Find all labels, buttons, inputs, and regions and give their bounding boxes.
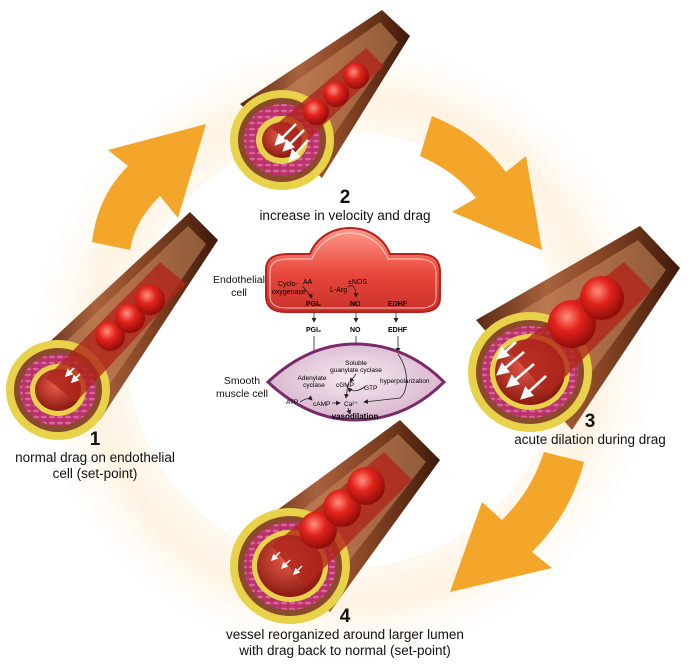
endothelial-label-1: Endothelial [213,274,265,286]
nos-label: ±NOS [348,279,367,286]
cgmp-label: cGMP [336,382,354,389]
endothelial-label-2: cell [231,287,247,299]
mid-no-label: NO [350,327,361,334]
mid-edhf-label: EDHF [388,327,408,334]
vessel-1 [6,212,218,440]
aa-label: AA [303,279,313,286]
step-2-label: 2 increase in velocity and drag [220,188,470,224]
ca-label: Ca²⁺ [344,401,358,408]
arrow-2-to-3 [420,116,542,250]
smooth-muscle-cell: Soluble guanylate cyclase Adenylate cycl… [265,342,447,422]
vessel-4 [230,420,440,624]
smooth-label-1: Smooth [223,375,261,387]
soluble-label-2: guanylate cyclase [330,367,382,374]
step-1-caption-1: normal drag on endothelial [15,450,175,465]
adenylate-label-2: cyclase [303,382,325,389]
step-3-caption: acute dilation during drag [514,432,666,447]
gtp-label: GTP [364,385,377,392]
cycle-arrows [92,116,584,592]
endo-no-label: NO [350,301,361,308]
flow-arrows-2 [274,123,309,162]
step-4-number: 4 [339,606,351,627]
step-1-label: 1 normal drag on endothelial cell (set-p… [0,430,190,482]
endothelial-cell-label: Endothelial cell [207,274,271,300]
step-4-caption-2: with drag back to normal (set-point) [239,643,451,658]
larg-label: L-Arg [330,287,347,294]
arrow-3-to-4 [450,452,584,592]
step-4-label: 4 vessel reorganized around larger lumen… [180,607,510,659]
step-1-number: 1 [89,429,101,450]
smooth-muscle-cell-label: Smooth muscle cell [210,375,274,401]
endo-edhf-label: EDHF [388,301,408,308]
endo-arrows [301,285,359,299]
arrow-1-to-2 [92,124,206,250]
flow-arrows-3 [496,341,547,400]
step-3-number: 3 [584,411,596,432]
cyclo-label-2: oxygenase [272,289,306,296]
flow-arrows-1 [64,367,81,384]
vessel-2 [230,10,410,190]
step-2-caption: increase in velocity and drag [259,208,431,223]
cyclo-label-1: Cyclo- [278,281,299,288]
vessel-3 [468,226,680,432]
step-1-caption-2: cell (set-point) [52,466,138,481]
step-4-caption-1: vessel reorganized around larger lumen [226,627,464,642]
step-2-number: 2 [339,187,351,208]
endothelial-cell: Cyclo- oxygenase AA L-Arg ±NOS PGI₂ NO E… [265,226,441,313]
smooth-label-2: muscle cell [216,388,268,400]
soluble-label-1: Soluble [345,360,367,367]
step-3-label: 3 acute dilation during drag [490,412,690,448]
endo-pgi2-label: PGI₂ [306,301,321,308]
smc-arrows [299,353,407,415]
atp-label: ATP [286,399,298,406]
adenylate-label-1: Adenylate [298,375,327,382]
vasodilation-label: vasodilation [332,412,379,421]
mid-pgi2-label: PGI₂ [306,327,321,334]
flow-arrows-4 [271,551,303,575]
camp-label: cAMP [313,401,330,408]
hyperpolarization-label: hyperpolarization [380,378,430,385]
